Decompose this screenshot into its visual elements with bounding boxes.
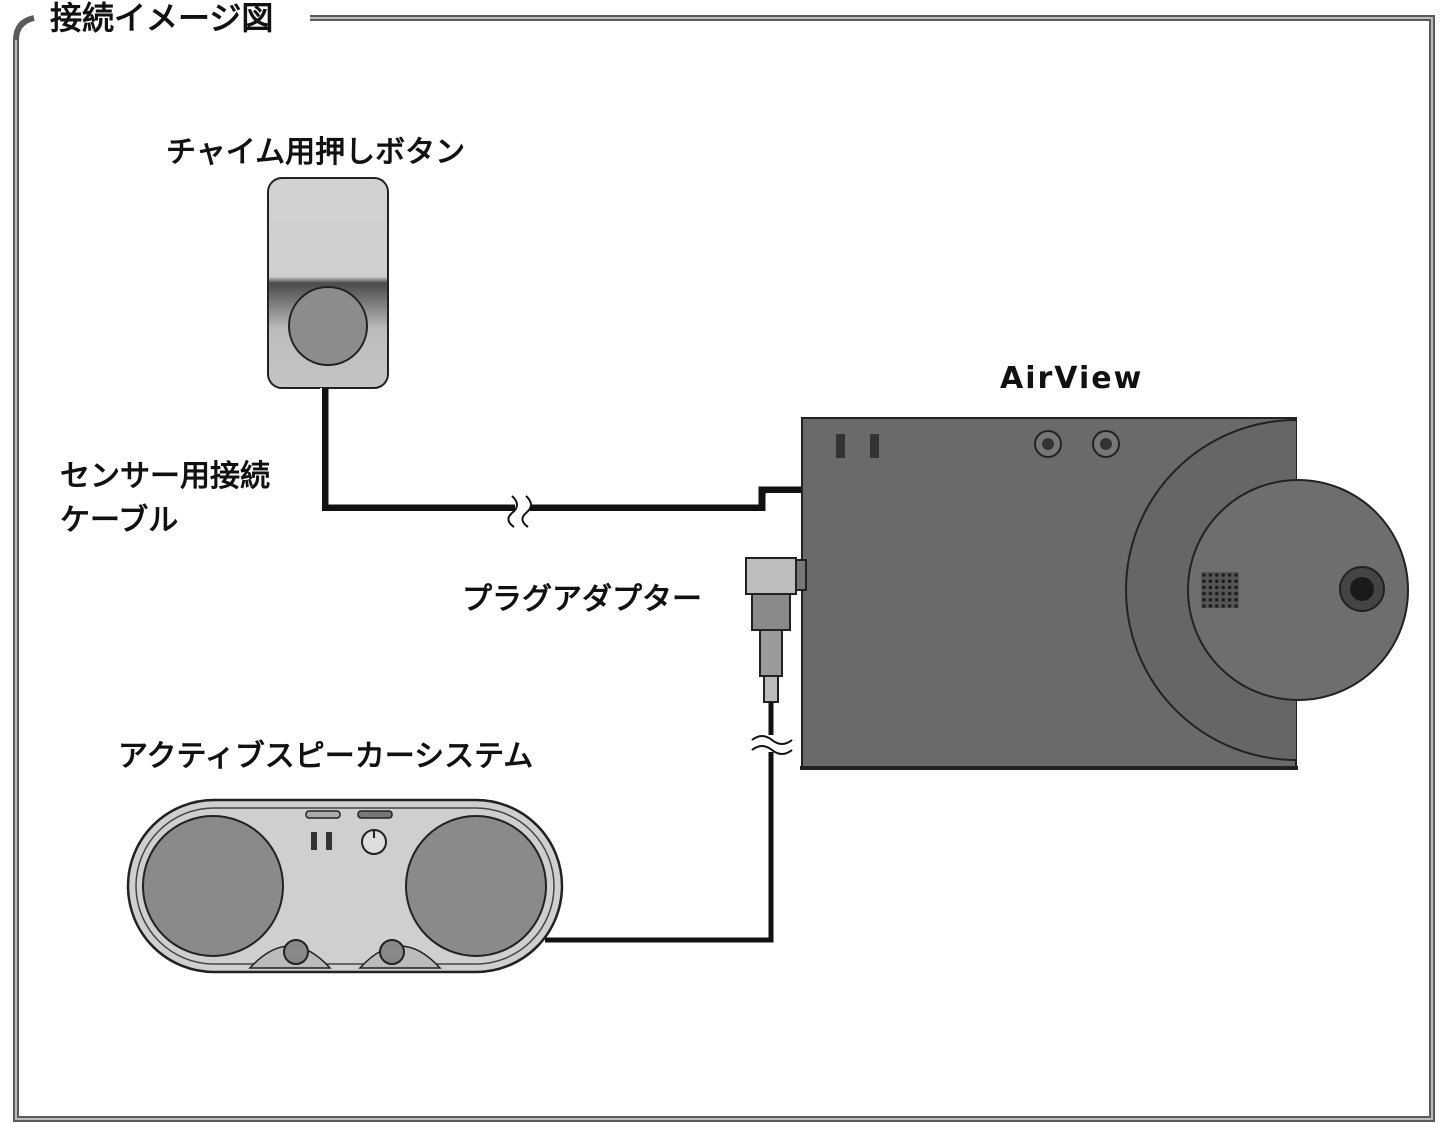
- grille-dot: [1221, 598, 1225, 602]
- grille-dot: [1215, 598, 1219, 602]
- grille-dot: [1234, 604, 1238, 608]
- grille-dot: [1215, 585, 1219, 590]
- grille-dot: [1202, 591, 1206, 596]
- grille-dot: [1227, 585, 1232, 590]
- grille-dot: [1208, 579, 1213, 583]
- cable-break-mark: [751, 735, 793, 755]
- grille-dot: [1234, 598, 1238, 602]
- grille-dot: [1234, 579, 1238, 583]
- speaker-grille: [1201, 572, 1239, 608]
- grille-dot: [1208, 585, 1213, 590]
- speaker-cone-left: [142, 815, 284, 957]
- speaker-control: [379, 939, 405, 965]
- grille-dot: [1202, 579, 1206, 583]
- speaker-system-device: [126, 798, 564, 974]
- grille-dot: [1221, 591, 1225, 596]
- grille-dot: [1227, 598, 1232, 602]
- grille-dot: [1234, 591, 1238, 596]
- grille-dot: [1208, 573, 1213, 577]
- chime-button-device: [267, 177, 389, 389]
- indicator-slot: [870, 434, 879, 458]
- grille-dot: [1227, 573, 1232, 577]
- airview-label: AirView: [1000, 361, 1144, 396]
- speaker-cone-right: [405, 815, 547, 957]
- grille-dots: [1202, 573, 1238, 608]
- grille-dot: [1221, 604, 1225, 608]
- grille-dot: [1215, 573, 1219, 577]
- diagram-frame: [13, 15, 1435, 1122]
- cable-break-mark: [507, 495, 532, 528]
- grille-dot: [1215, 591, 1219, 596]
- speaker-control: [283, 939, 309, 965]
- grille-dot: [1202, 573, 1206, 577]
- camera-dome: [1187, 479, 1409, 701]
- grille-dot: [1234, 573, 1238, 577]
- speaker-indicator: [326, 832, 332, 850]
- grille-dot: [1202, 604, 1206, 608]
- grille-dot: [1208, 598, 1213, 602]
- push-button-circle: [288, 286, 368, 366]
- airview-device: [800, 417, 1409, 770]
- sensor-cable-label: センサー用接続 ケーブル: [60, 455, 270, 543]
- grille-dot: [1215, 579, 1219, 583]
- grille-dot: [1227, 579, 1232, 583]
- speaker-system-label: アクティブスピーカーシステム: [118, 739, 534, 774]
- chime-button-label: チャイム用押しボタン: [166, 135, 466, 170]
- grille-dot: [1215, 604, 1219, 608]
- sensor-cable-label-line1: センサー用接続: [60, 459, 270, 494]
- grille-dot: [1221, 585, 1225, 590]
- grille-dot: [1208, 604, 1213, 608]
- grille-dot: [1202, 598, 1206, 602]
- speaker-indicator: [311, 832, 317, 850]
- sensor-cable: [320, 388, 802, 528]
- plug-adapter-label: プラグアダプター: [462, 582, 702, 617]
- grille-dot: [1221, 579, 1225, 583]
- grille-dot: [1234, 585, 1238, 590]
- grille-dot: [1202, 585, 1206, 590]
- diagram-title: 接続イメージ図: [44, 2, 280, 34]
- speaker-cable: [545, 702, 793, 943]
- grille-dot: [1227, 604, 1232, 608]
- grille-dot: [1227, 591, 1232, 596]
- sensor-cable-label-line2: ケーブル: [60, 503, 179, 538]
- grille-dot: [1208, 591, 1213, 596]
- indicator-slot: [836, 434, 845, 458]
- plug-adapter: [745, 557, 807, 703]
- grille-dot: [1221, 573, 1225, 577]
